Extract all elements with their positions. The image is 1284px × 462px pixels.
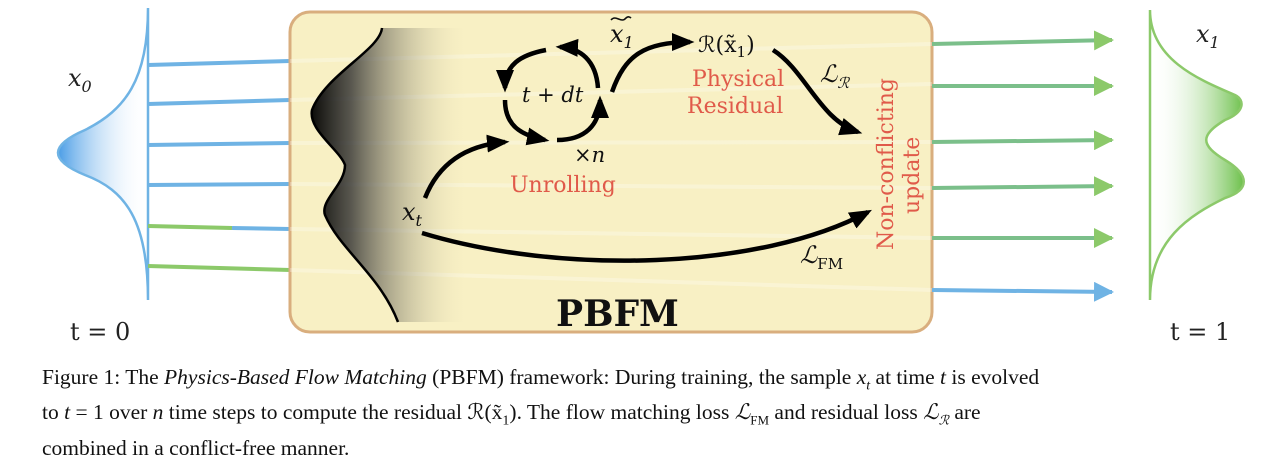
t0-label: t = 0 [70, 318, 130, 346]
intermediate-distribution-outline [310, 27, 400, 323]
unrolling-label: Unrolling [510, 173, 616, 198]
source-distribution-shape [56, 7, 150, 301]
pbfm-box-title: PBFM [556, 293, 679, 335]
loss-r-label: ℒℛ [820, 60, 850, 92]
caption-line-3: combined in a conflict-free manner. [42, 435, 350, 460]
x0-label: x0 [68, 64, 92, 96]
flow-arrows [421, 33, 872, 263]
t1-label: t = 1 [1170, 318, 1230, 346]
intermediate-distribution-shape [311, 28, 470, 322]
residual-to-update-arrow [771, 48, 863, 136]
x1-tilde-accent [610, 16, 632, 21]
unroll-to-x1-arrow [609, 33, 695, 93]
x1-tilde-label: x1 [610, 20, 634, 52]
output-arrows [931, 30, 1114, 302]
residual-fn-label: ℛ(x̃1) [698, 33, 755, 61]
trajectory-lines [147, 59, 291, 272]
unrolling-loop [496, 38, 609, 146]
physical-label: Physical [692, 67, 784, 92]
caption-line-1: Figure 1: The Physics-Based Flow Matchin… [42, 365, 1040, 394]
step-label: t + dt [522, 83, 584, 107]
xt-label: xt [402, 198, 423, 230]
xt-to-unroll-arrow [422, 134, 510, 199]
pbfm-diagram: x0 t = 0 x1 t = 1 xt t + dt ×n Unrolling… [56, 7, 1245, 346]
caption-line-2: to t = 1 over n time steps to compute th… [42, 400, 981, 429]
update-label-2: update [900, 137, 925, 214]
target-distribution-shape [1148, 9, 1245, 301]
update-label-1: Non-conflicting [874, 78, 899, 250]
fm-loss-arrow [421, 209, 872, 263]
x1-label: x1 [1196, 20, 1220, 52]
figure-caption: Figure 1: The Physics-Based Flow Matchin… [42, 364, 1278, 462]
loss-fm-label: ℒFM [800, 241, 843, 273]
times-n-label: ×n [574, 143, 605, 167]
residual-label: Residual [687, 94, 783, 119]
